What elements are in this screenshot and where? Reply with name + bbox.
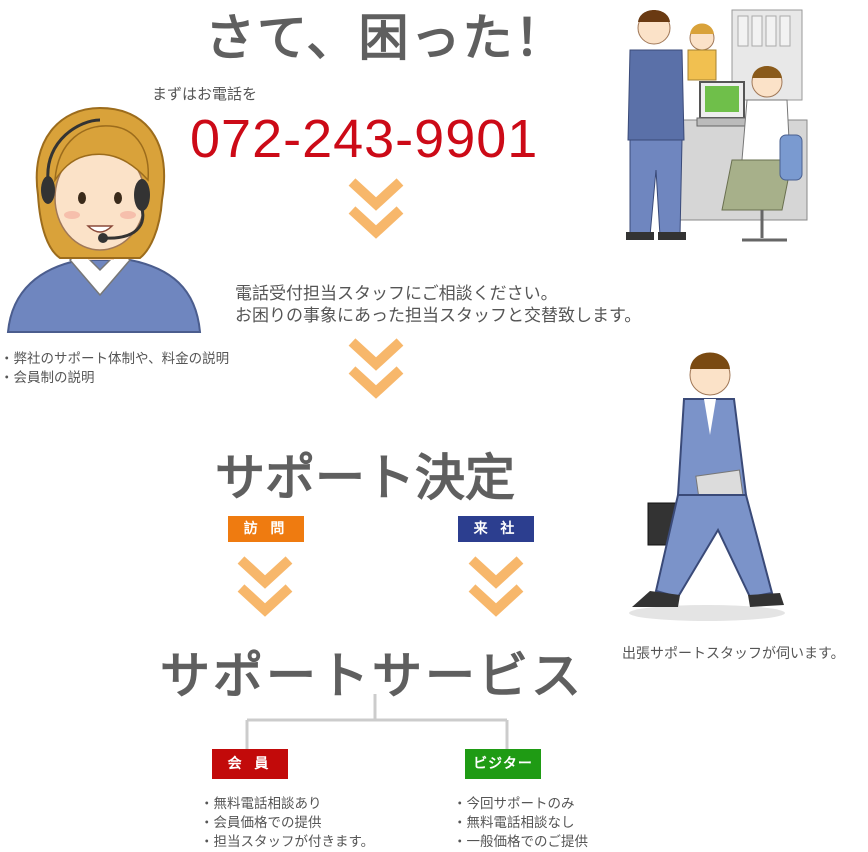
office-illustration <box>612 0 812 250</box>
reception-line-1: 電話受付担当スタッフにご相談ください。 <box>235 284 558 304</box>
page-title: さて、困った！ <box>205 9 567 67</box>
visitor-points-list: 今回サポートのみ 無料電話相談なし 一般価格でのご提供 <box>453 795 589 852</box>
staff-note: 出張サポートスタッフが伺います。 <box>622 646 845 662</box>
list-item: 一般価格でのご提供 <box>453 833 589 852</box>
call-lead-text: まずはお電話を <box>152 85 258 103</box>
reception-description: 電話受付担当スタッフにご相談ください。 お困りの事象にあった担当スタッフと交替致… <box>235 283 641 327</box>
list-item: 無料電話相談なし <box>453 814 588 833</box>
member-points-list: 無料電話相談あり 会員価格での提供 担当スタッフが付きます。 <box>200 795 375 852</box>
phone-number[interactable]: 072-243-9901 <box>190 109 539 169</box>
walking-staff-illustration <box>622 345 792 625</box>
list-item: 担当スタッフが付きます。 <box>200 833 375 852</box>
chevron-down-icon <box>348 338 404 400</box>
reception-line-2: お困りの事象にあった担当スタッフと交替致します。 <box>235 306 642 326</box>
list-item: 会員価格での提供 <box>200 814 374 833</box>
decision-title: サポート決定 <box>215 449 515 507</box>
operator-notes-list: 弊社のサポート体制や、料金の説明 会員制の説明 <box>0 350 230 388</box>
visitor-badge: ビジター <box>465 749 541 779</box>
operator-illustration <box>0 100 205 335</box>
list-item: 今回サポートのみ <box>453 795 588 814</box>
list-item: 弊社のサポート体制や、料金の説明 <box>0 350 230 369</box>
visit-badge: 訪 問 <box>228 516 304 542</box>
service-title: サポートサービス <box>160 647 584 705</box>
office-badge: 来 社 <box>458 516 534 542</box>
list-item: 無料電話相談あり <box>200 795 374 814</box>
chevron-down-icon <box>468 556 524 618</box>
list-item: 会員制の説明 <box>0 369 229 388</box>
chevron-down-icon <box>237 556 293 618</box>
member-badge: 会 員 <box>212 749 288 779</box>
chevron-down-icon <box>348 178 404 240</box>
service-connector <box>245 694 509 749</box>
